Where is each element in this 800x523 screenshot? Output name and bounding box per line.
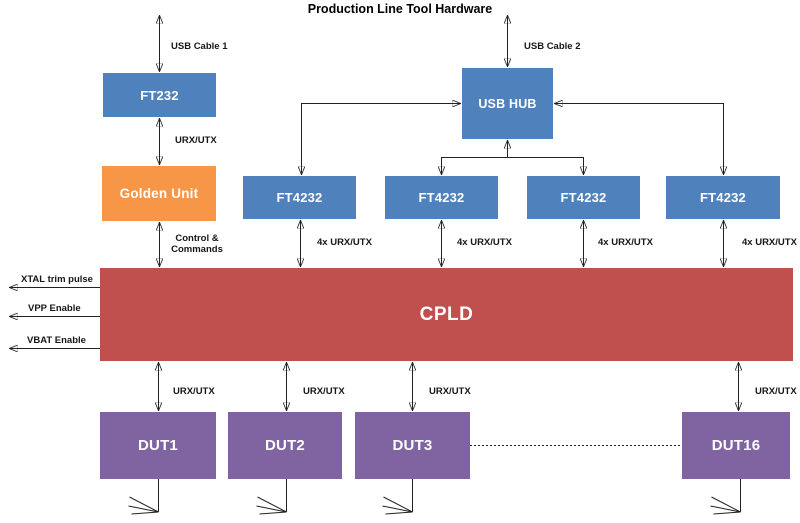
ft4232-cpld-connectors	[301, 221, 724, 266]
diagram-title: Production Line Tool Hardware	[307, 2, 493, 16]
dut1-label: DUT1	[138, 437, 178, 454]
dut16-label: DUT16	[711, 437, 761, 454]
urx-utx-label: URX/UTX	[755, 386, 797, 397]
ground-symbol	[382, 479, 413, 515]
ground-symbol	[710, 479, 741, 515]
ft4232-box-2: FT4232	[385, 176, 498, 219]
ft4232-label: FT4232	[560, 190, 607, 205]
control-commands-line2: Commands	[171, 244, 223, 255]
urx-utx-4x-label: 4x URX/UTX	[457, 237, 512, 248]
cpld-dut-connectors	[159, 363, 739, 410]
urx-utx-label: URX/UTX	[175, 135, 217, 146]
cpld-label: CPLD	[419, 303, 474, 325]
ft4232-label: FT4232	[418, 190, 465, 205]
urx-utx-4x-label: 4x URX/UTX	[598, 237, 653, 248]
ft4232-box-1: FT4232	[243, 176, 356, 219]
ft4232-box-3: FT4232	[527, 176, 640, 219]
dut2-label: DUT2	[265, 437, 305, 454]
xtal-trim-pulse-label: XTAL trim pulse	[21, 274, 93, 285]
vbat-enable-label: VBAT Enable	[27, 335, 86, 346]
golden-unit-label: Golden Unit	[119, 186, 199, 201]
ft4232-label: FT4232	[699, 190, 746, 205]
ground-symbol	[256, 479, 287, 515]
urx-utx-4x-label: 4x URX/UTX	[317, 237, 372, 248]
ground-symbol	[128, 479, 159, 515]
ft4232-box-4: FT4232	[666, 176, 780, 219]
dut16-box: DUT16	[682, 412, 790, 479]
urx-utx-4x-label: 4x URX/UTX	[742, 237, 797, 248]
dut1-box: DUT1	[100, 412, 216, 479]
golden-unit-box: Golden Unit	[102, 166, 216, 221]
vpp-enable-label: VPP Enable	[28, 303, 81, 314]
urx-utx-label: URX/UTX	[173, 386, 215, 397]
urx-utx-label: URX/UTX	[303, 386, 345, 397]
usb-cable-2-label: USB Cable 2	[524, 41, 581, 52]
usb-hub-box: USB HUB	[462, 68, 553, 139]
control-commands-line1: Control &	[175, 233, 219, 244]
ft232-box: FT232	[103, 73, 216, 117]
dut3-box: DUT3	[355, 412, 470, 479]
dut3-label: DUT3	[392, 437, 433, 454]
ft232-label: FT232	[140, 87, 179, 103]
usb-hub-label: USB HUB	[478, 96, 537, 111]
control-commands-label: Control & Commands	[168, 233, 226, 255]
usb-hub-ft4232-1-connector	[302, 104, 461, 175]
usb-hub-ft4232-4-connector	[555, 104, 724, 175]
cpld-box: CPLD	[100, 268, 793, 361]
urx-utx-label: URX/UTX	[429, 386, 471, 397]
ft4232-label: FT4232	[276, 190, 323, 205]
usb-cable-1-label: USB Cable 1	[171, 41, 228, 52]
usb-hub-bracket-connector	[442, 141, 584, 174]
dut2-box: DUT2	[228, 412, 342, 479]
cpld-output-arrows	[10, 288, 100, 349]
